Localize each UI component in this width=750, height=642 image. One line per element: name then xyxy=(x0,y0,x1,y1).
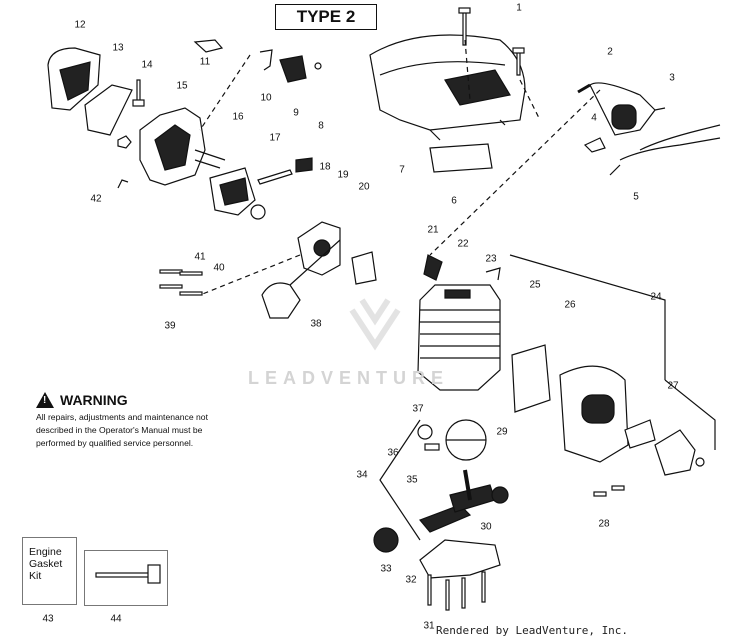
filter-pad-part xyxy=(429,143,493,173)
screws-39 xyxy=(159,269,203,296)
part-label-15: 15 xyxy=(176,80,188,92)
part-label-6: 6 xyxy=(451,195,457,207)
part-label-1: 1 xyxy=(516,2,522,14)
part-label-23: 23 xyxy=(485,253,497,265)
part-label-3: 3 xyxy=(669,72,675,84)
part-label-25: 25 xyxy=(529,279,541,291)
tool-box xyxy=(84,550,168,606)
part-label-37: 37 xyxy=(412,403,424,415)
part-label-8: 8 xyxy=(318,120,324,132)
watermark-emblem xyxy=(349,298,401,351)
kit-line-3: Kit xyxy=(29,570,42,582)
crankcase-part xyxy=(419,539,501,579)
choke-lever xyxy=(259,49,273,71)
part-label-12: 12 xyxy=(74,19,86,31)
part-label-35: 35 xyxy=(406,474,418,486)
part-label-17: 17 xyxy=(269,132,281,144)
part-label-19: 19 xyxy=(337,169,349,181)
carb-housing-part xyxy=(139,107,226,186)
kit-line-2: Gasket xyxy=(29,558,63,570)
part-label-30: 30 xyxy=(480,521,492,533)
linkage-rod xyxy=(257,169,293,185)
part-label-38: 38 xyxy=(310,318,322,330)
piston-part xyxy=(417,419,487,461)
choke-knob xyxy=(279,55,307,83)
leader-lines xyxy=(199,39,601,296)
air-filter-cover-part xyxy=(47,47,101,111)
crankshaft-part xyxy=(418,469,509,533)
part-label-39: 39 xyxy=(164,320,176,332)
part-label-9: 9 xyxy=(293,107,299,119)
nut-42 xyxy=(117,135,132,149)
part-label-7: 7 xyxy=(399,164,405,176)
bracket-lines xyxy=(289,239,716,541)
footer-credit: Rendered by LeadVenture, Inc. xyxy=(436,624,629,637)
kit-line-1: Engine xyxy=(29,546,62,558)
warning-line-2: described in the Operator's Manual must … xyxy=(36,425,203,435)
warning-line-3: performed by qualified service personnel… xyxy=(36,438,194,448)
muffler-gasket-part xyxy=(511,344,551,413)
screen-part xyxy=(624,419,656,449)
carburetor-part xyxy=(209,167,256,216)
part-label-42: 42 xyxy=(90,193,102,205)
warning-triangle-icon xyxy=(36,392,54,408)
part-label-28: 28 xyxy=(598,518,610,530)
bearing-33 xyxy=(373,527,399,553)
part-label-20: 20 xyxy=(358,181,370,193)
part-label-10: 10 xyxy=(260,92,272,104)
cover-screws xyxy=(458,7,525,76)
part-label-13: 13 xyxy=(112,42,124,54)
part-label-11: 11 xyxy=(199,56,211,68)
intake-manifold-part xyxy=(297,221,341,276)
part-label-2: 2 xyxy=(607,46,613,58)
throttle-part xyxy=(193,39,224,53)
warning-text: All repairs, adjustments and maintenance… xyxy=(36,411,216,450)
muffler-cover-part xyxy=(654,429,696,476)
part-label-18: 18 xyxy=(319,161,331,173)
part-label-27: 27 xyxy=(667,380,679,392)
warning-line-1: All repairs, adjustments and maintenance… xyxy=(36,412,208,422)
part-label-24: 24 xyxy=(650,291,662,303)
part-label-29: 29 xyxy=(496,426,508,438)
part-label-34: 34 xyxy=(356,469,368,481)
gasket-20 xyxy=(351,251,377,285)
part-label-33: 33 xyxy=(380,563,392,575)
muffler-part xyxy=(559,365,629,463)
part-label-41: 41 xyxy=(194,251,206,263)
watermark-text: LEADVENTURE xyxy=(248,368,450,388)
air-filter-part xyxy=(84,84,133,136)
warning-heading: WARNING xyxy=(36,392,128,408)
spacer-40 xyxy=(250,204,266,220)
part-label-40: 40 xyxy=(213,262,225,274)
part-label-21: 21 xyxy=(427,224,439,236)
part-label-26: 26 xyxy=(564,299,576,311)
part-label-14: 14 xyxy=(141,59,153,71)
diagram-title: TYPE 2 xyxy=(275,4,377,30)
part-label-31: 31 xyxy=(423,620,435,632)
clip-23 xyxy=(485,267,501,281)
part-label-4: 4 xyxy=(591,112,597,124)
part-label-43: 43 xyxy=(42,613,54,625)
gasket-38 xyxy=(261,282,301,319)
screws-28 xyxy=(593,485,625,497)
part-label-44: 44 xyxy=(110,613,122,625)
fitting-18 xyxy=(295,157,313,173)
cylinder-cover-part xyxy=(369,34,526,141)
screws-31 xyxy=(427,571,486,611)
part-label-32: 32 xyxy=(405,574,417,586)
spark-plug-part xyxy=(423,254,443,281)
engine-gasket-kit-box: Engine Gasket Kit xyxy=(22,537,77,605)
warning-heading-text: WARNING xyxy=(60,392,128,408)
part-label-5: 5 xyxy=(633,191,639,203)
part-label-16: 16 xyxy=(232,111,244,123)
screw-14 xyxy=(132,79,145,107)
part-label-36: 36 xyxy=(387,447,399,459)
cylinder-part xyxy=(417,284,501,391)
part-label-22: 22 xyxy=(457,238,469,250)
ignition-module-part xyxy=(577,82,721,176)
wrench-tool xyxy=(95,564,161,584)
